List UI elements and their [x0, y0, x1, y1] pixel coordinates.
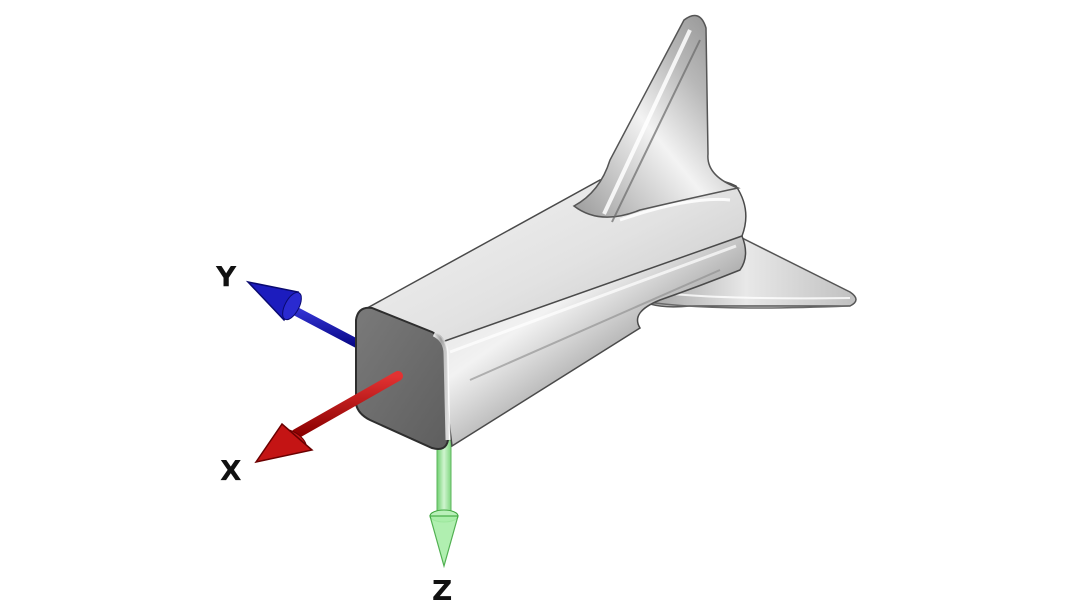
y-axis-arrow: [245, 280, 363, 349]
y-axis-label: Y: [215, 260, 237, 293]
z-axis-label: Z: [432, 574, 452, 607]
x-axis-arrow: [254, 371, 403, 464]
upper-fin: [572, 14, 741, 223]
z-axis-arrow: [429, 439, 459, 569]
x-axis-label: X: [220, 454, 242, 487]
rocket-body: [355, 14, 857, 450]
